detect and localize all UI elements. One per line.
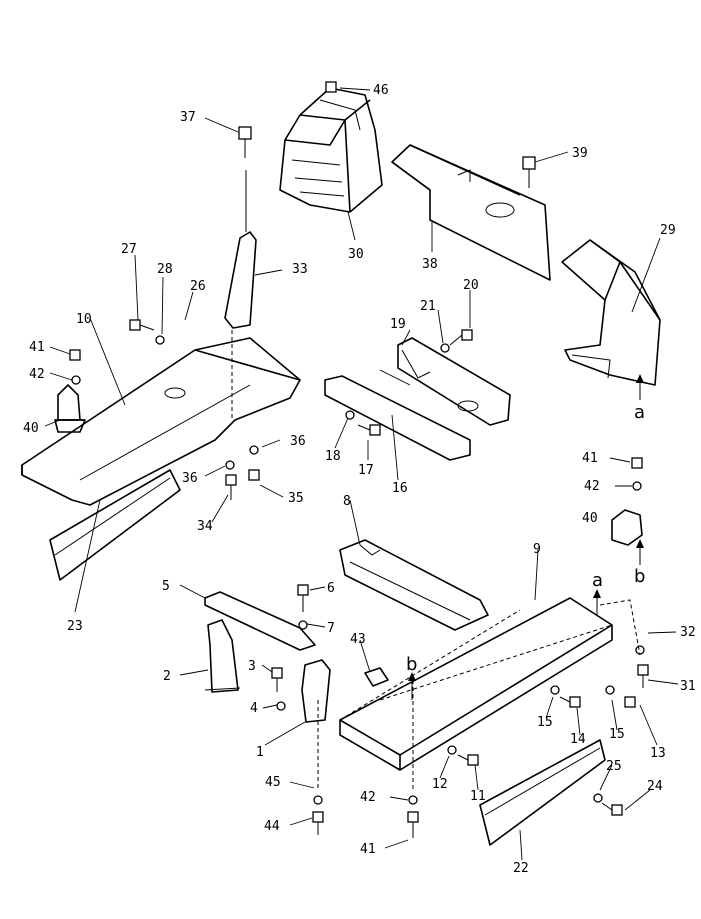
callout-20: 20 bbox=[463, 278, 479, 293]
callout-19: 19 bbox=[390, 317, 406, 332]
callout-39: 39 bbox=[572, 146, 588, 161]
callout-44: 44 bbox=[264, 819, 280, 834]
callout-38: 38 bbox=[422, 257, 438, 272]
reference-letters: a a b b bbox=[406, 402, 645, 675]
callout-31: 31 bbox=[680, 679, 696, 694]
callout-6: 6 bbox=[327, 581, 335, 596]
callout-41-b: 41 bbox=[582, 451, 598, 466]
callout-45: 45 bbox=[265, 775, 281, 790]
callout-4: 4 bbox=[250, 701, 258, 716]
callout-42-a: 42 bbox=[29, 367, 45, 382]
leader-lines bbox=[44, 87, 679, 861]
part-23-guard bbox=[49, 469, 181, 581]
callout-3: 3 bbox=[248, 659, 256, 674]
callout-40-b: 40 bbox=[582, 511, 598, 526]
callout-13: 13 bbox=[650, 746, 666, 761]
ref-mark-a-upper: a bbox=[634, 402, 645, 423]
callout-36-b: 36 bbox=[182, 471, 198, 486]
part-38-side-panel bbox=[391, 144, 551, 281]
callout-32: 32 bbox=[680, 625, 696, 640]
callout-43: 43 bbox=[350, 632, 366, 647]
callout-34: 34 bbox=[197, 519, 213, 534]
ref-mark-b-upper: b bbox=[634, 566, 645, 587]
reference-arrows bbox=[408, 374, 644, 700]
callout-15-b: 15 bbox=[609, 727, 625, 742]
callout-28: 28 bbox=[157, 262, 173, 277]
callout-25: 25 bbox=[606, 759, 622, 774]
callout-35: 35 bbox=[288, 491, 304, 506]
callout-26: 26 bbox=[190, 279, 206, 294]
callout-41-c: 41 bbox=[360, 842, 376, 857]
callout-14: 14 bbox=[570, 732, 586, 747]
ref-mark-b-lower: b bbox=[406, 654, 417, 675]
hidden-lines bbox=[231, 330, 641, 790]
part-22-guard bbox=[479, 739, 606, 846]
callout-18: 18 bbox=[325, 449, 341, 464]
part-10-frame bbox=[21, 337, 301, 506]
part-2-leg bbox=[204, 619, 241, 693]
callout-42-b: 42 bbox=[584, 479, 600, 494]
part-1-leg bbox=[301, 659, 331, 723]
callout-9: 9 bbox=[533, 542, 541, 557]
callout-33: 33 bbox=[292, 262, 308, 277]
callout-16: 16 bbox=[392, 481, 408, 496]
part-29-cover bbox=[561, 239, 661, 386]
callout-24: 24 bbox=[647, 779, 663, 794]
part-5-strut bbox=[204, 591, 316, 651]
callout-10: 10 bbox=[76, 312, 92, 327]
callout-labels: 1 2 3 4 5 6 7 8 9 10 11 12 13 14 15 15 1… bbox=[23, 83, 696, 876]
part-8-crossmember bbox=[339, 539, 489, 631]
callout-22: 22 bbox=[513, 861, 529, 876]
ref-mark-a-lower: a bbox=[592, 570, 603, 591]
part-16-19-brackets bbox=[324, 337, 511, 461]
callout-7: 7 bbox=[327, 621, 335, 636]
part-33-arm bbox=[224, 170, 257, 329]
callout-37: 37 bbox=[180, 110, 196, 125]
callout-2: 2 bbox=[163, 669, 171, 684]
part-43-block bbox=[364, 667, 389, 687]
callout-21: 21 bbox=[420, 299, 436, 314]
part-30-bracket-box bbox=[279, 87, 383, 213]
callout-27: 27 bbox=[121, 242, 137, 257]
callout-5: 5 bbox=[162, 579, 170, 594]
callout-29: 29 bbox=[660, 223, 676, 238]
callout-8: 8 bbox=[343, 494, 351, 509]
callout-12: 12 bbox=[432, 777, 448, 792]
callout-46: 46 bbox=[373, 83, 389, 98]
callout-15-a: 15 bbox=[537, 715, 553, 730]
callout-40-a: 40 bbox=[23, 421, 39, 436]
callout-36-a: 36 bbox=[290, 434, 306, 449]
callout-41-a: 41 bbox=[29, 340, 45, 355]
callout-17: 17 bbox=[358, 463, 374, 478]
callout-42-c: 42 bbox=[360, 790, 376, 805]
callout-11: 11 bbox=[470, 789, 486, 804]
part-9-base-plate bbox=[339, 597, 613, 771]
callout-1: 1 bbox=[256, 745, 264, 760]
callout-23: 23 bbox=[67, 619, 83, 634]
fasteners bbox=[55, 81, 649, 838]
callout-30: 30 bbox=[348, 247, 364, 262]
